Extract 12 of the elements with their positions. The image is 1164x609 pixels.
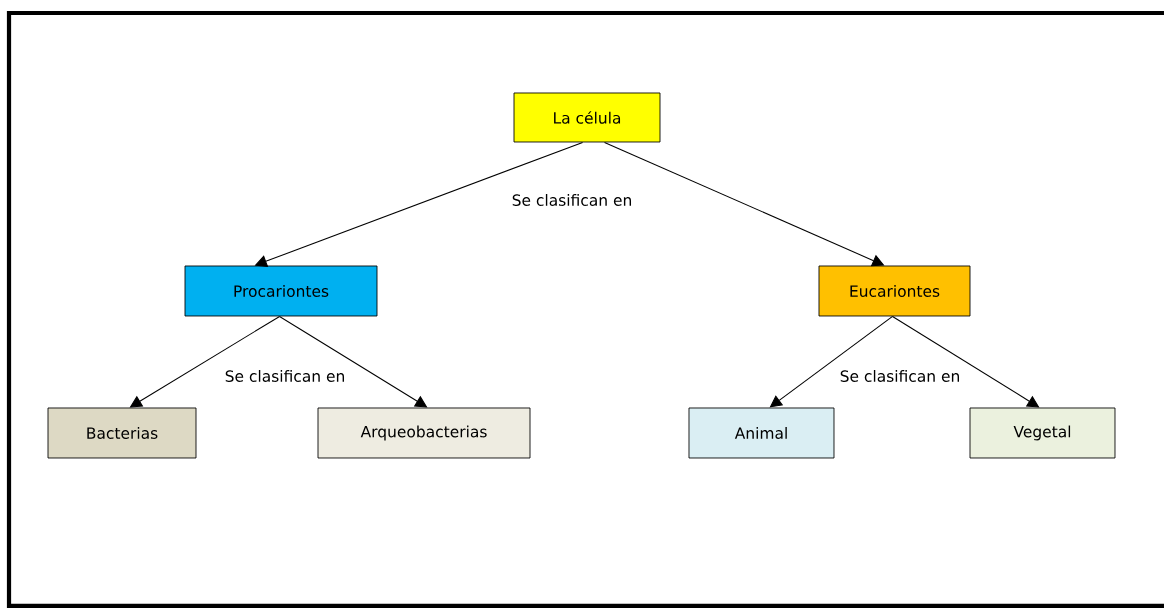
concept-box: Arqueobacterias (317, 407, 531, 459)
relation-label: Se clasifican en (225, 370, 344, 382)
concept-box: La célula (513, 92, 661, 143)
arrow (279, 315, 428, 408)
concept-box: Vegetal (969, 407, 1116, 459)
arrow (892, 315, 1040, 408)
relation-label: Se clasifican en (840, 370, 959, 382)
concept-box: Eucariontes (818, 265, 971, 317)
concept-box: Bacterias (47, 407, 197, 459)
concept-box: Animal (688, 407, 835, 459)
concept-box: Procariontes (184, 265, 378, 317)
relation-label: Se clasifican en (512, 194, 631, 206)
